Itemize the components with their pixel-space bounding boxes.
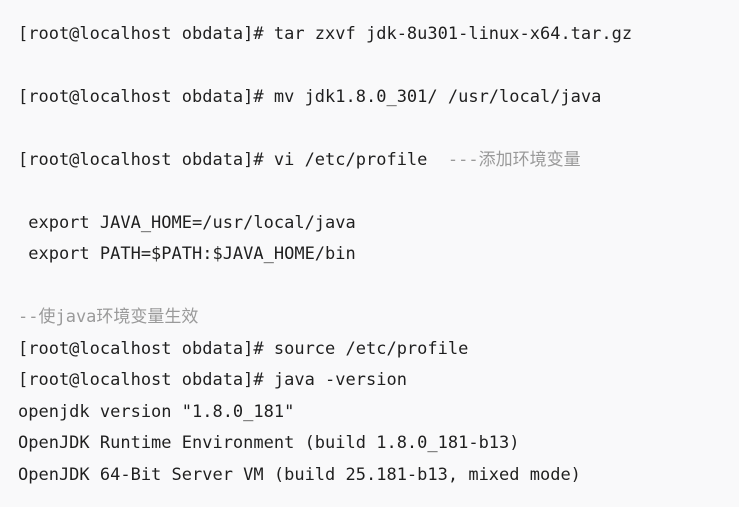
code-line-java-version: [root@localhost obdata]# java -version — [18, 370, 407, 390]
code-line-tar: [root@localhost obdata]# tar zxvf jdk-8u… — [18, 24, 633, 44]
output-server-vm: OpenJDK 64-Bit Server VM (build 25.181-b… — [18, 465, 581, 485]
code-line-mv: [root@localhost obdata]# mv jdk1.8.0_301… — [18, 87, 602, 107]
output-runtime-environment: OpenJDK Runtime Environment (build 1.8.0… — [18, 433, 520, 453]
code-line-export-path: export PATH=$PATH:$JAVA_HOME/bin — [18, 244, 356, 264]
comment-apply-env-vars: --使java环境变量生效 — [18, 307, 199, 327]
code-line-export-java-home: export JAVA_HOME=/usr/local/java — [18, 213, 356, 233]
code-line-vi-profile: [root@localhost obdata]# vi /etc/profile… — [18, 150, 581, 170]
comment-add-env-vars: ---添加环境变量 — [447, 150, 581, 170]
code-line-source-profile: [root@localhost obdata]# source /etc/pro… — [18, 339, 469, 359]
output-openjdk-version: openjdk version "1.8.0_181" — [18, 402, 295, 422]
